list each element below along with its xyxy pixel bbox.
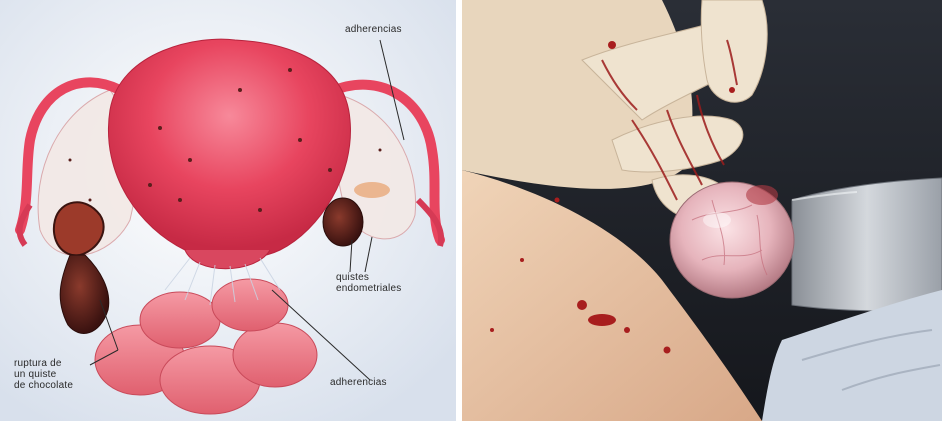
- ovarian-follicle: [354, 182, 390, 198]
- label-endometrial-cysts: quistes endometriales: [336, 272, 401, 294]
- endometriosis-illustration: adherencias quistes endometriales adhere…: [0, 0, 456, 421]
- surgical-photo-drawing: [462, 0, 942, 421]
- endometrial-cyst: [323, 198, 363, 246]
- hemorrhagic-spot: [746, 185, 778, 205]
- surgical-photo: [462, 0, 942, 421]
- label-adhesions-top: adherencias: [345, 24, 402, 35]
- specular-highlight: [703, 212, 731, 228]
- label-adhesions-bottom: adherencias: [330, 377, 387, 388]
- surgical-retractor: [792, 178, 942, 311]
- label-ruptured-chocolate-cyst: ruptura de un quiste de chocolate: [14, 358, 73, 391]
